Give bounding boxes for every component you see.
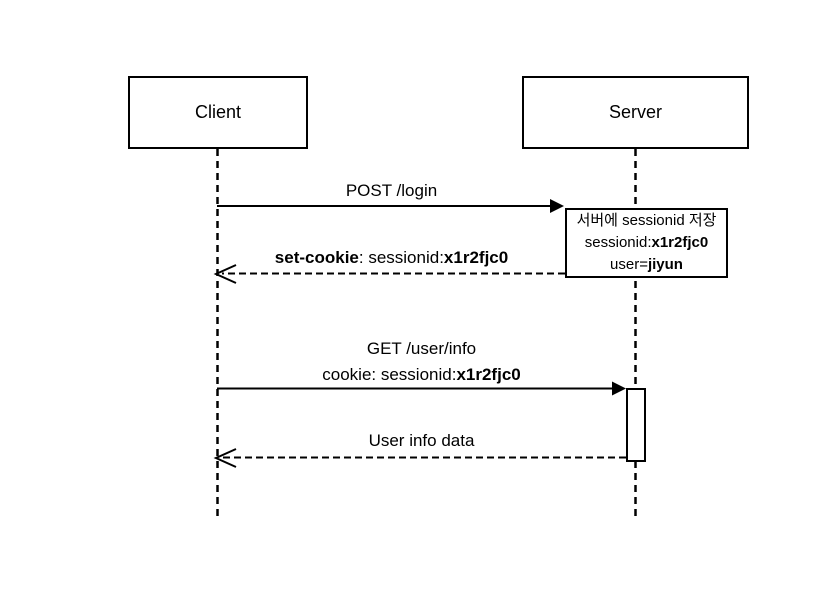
get-user-info-line2: cookie: sessionid:x1r2fjc0 [217,362,626,388]
note-line-1-text: 서버에 sessionid 저장 [576,212,717,229]
server-activation-bar [626,388,646,462]
actor-server-box: Server [522,76,749,149]
get-user-info-message-label: GET /user/info cookie: sessionid:x1r2fjc… [217,336,626,388]
note-user-value: jiyun [647,256,683,273]
note-sessionid-value: x1r2fjc0 [651,234,709,251]
post-login-text: POST /login [345,181,438,200]
note-line-3: user=jiyun [610,254,683,276]
set-cookie-open-arrowhead-icon [213,264,237,284]
actor-client-label: Client [194,102,242,122]
get-user-info-cookie-value-text: x1r2fjc0 [456,365,521,384]
post-login-message-label: POST /login [218,181,565,201]
set-cookie-bold-text: set-cookie [274,248,359,267]
get-user-info-line1-text: GET /user/info [366,339,477,358]
note-line-2: sessionid:x1r2fjc0 [585,232,708,254]
post-login-arrowhead-icon [550,199,564,213]
note-user-label: user= [610,256,648,273]
get-user-info-line1: GET /user/info [217,336,626,362]
actor-server-label: Server [608,102,662,122]
session-note-box: 서버에 sessionid 저장 sessionid:x1r2fjc0 user… [565,208,728,278]
note-sessionid-label: sessionid: [584,234,652,251]
get-user-info-cookie-text: cookie: sessionid: [322,365,457,384]
get-user-info-arrowhead-icon [612,381,626,396]
user-info-data-message-label: User info data [217,431,626,451]
user-info-data-open-arrowhead-icon [213,448,237,468]
set-cookie-value-text: x1r2fjc0 [443,248,509,267]
user-info-data-text: User info data [368,431,475,450]
set-cookie-mid-text: : sessionid: [358,248,444,267]
set-cookie-message-label: set-cookie: sessionid:x1r2fjc0 [218,248,565,268]
actor-client-box: Client [128,76,308,149]
note-line-1: 서버에 sessionid 저장 [577,210,717,232]
